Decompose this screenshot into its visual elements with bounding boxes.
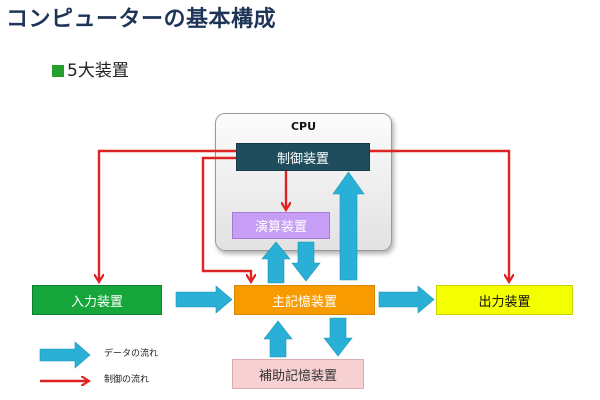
legend-control-flow-label: 制御の流れ	[104, 375, 150, 385]
legend-data-arrow	[39, 341, 91, 369]
alu-unit: 演算装置	[232, 212, 330, 239]
arrow-memory-to-aux	[323, 317, 353, 357]
auxiliary-storage-unit: 補助記憶装置	[232, 359, 364, 389]
section-heading-text: 5大装置	[67, 61, 129, 81]
output-unit: 出力装置	[436, 285, 573, 315]
page-title: コンピューターの基本構成	[6, 7, 277, 32]
control-unit: 制御装置	[236, 143, 370, 171]
arrow-control-to-memory	[201, 156, 251, 281]
arrow-memory-to-alu	[261, 241, 291, 284]
arrow-control-to-output	[370, 149, 509, 281]
arrow-control-to-input	[99, 149, 236, 281]
square-bullet-icon	[52, 65, 64, 77]
input-unit: 入力装置	[32, 285, 162, 315]
legend-data-flow-label: データの流れ	[104, 349, 159, 359]
arrow-input-to-memory	[175, 285, 233, 314]
section-heading: 5大装置	[52, 56, 129, 81]
cpu-label: CPU	[290, 120, 317, 133]
arrow-memory-to-output	[378, 285, 435, 314]
arrow-alu-to-memory	[291, 241, 321, 282]
arrow-aux-to-memory	[263, 320, 293, 358]
main-memory-unit: 主記憶装置	[234, 285, 375, 315]
arrow-memory-to-control	[332, 171, 365, 281]
